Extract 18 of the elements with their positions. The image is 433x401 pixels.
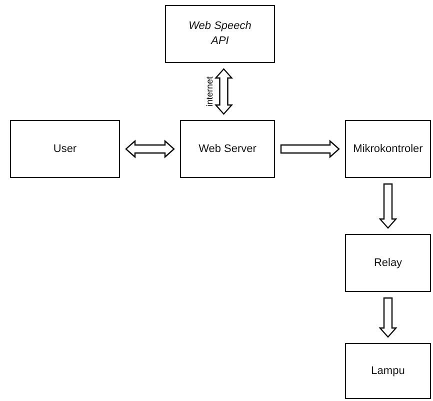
process-box (345, 343, 431, 399)
process-box (345, 120, 431, 178)
hollow-arrow (125, 140, 175, 158)
node-label: Lampu (371, 364, 405, 378)
process-box (165, 5, 275, 63)
node-label: User (53, 142, 77, 156)
hollow-arrow (214, 68, 234, 115)
process-box (180, 120, 275, 178)
node-label: Web Server (198, 142, 256, 156)
hollow-arrow (378, 297, 398, 338)
hollow-arrow (378, 183, 398, 229)
hollow-arrow (280, 140, 340, 158)
node-label: Mikrokontroler (353, 142, 423, 156)
process-box (10, 120, 120, 178)
node-label: Web Speech API (188, 19, 252, 49)
edge-label: internet (205, 76, 214, 107)
process-box (345, 234, 431, 292)
node-label: Relay (374, 256, 402, 270)
